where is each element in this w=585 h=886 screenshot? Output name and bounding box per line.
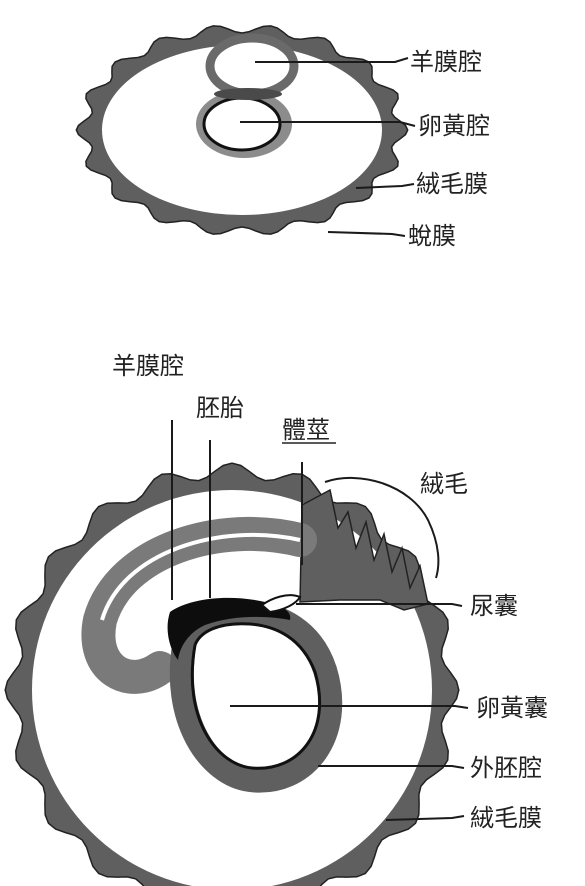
top-figure: 羊膜腔 卵黃腔 絨毛膜 蛻膜 [75,25,490,250]
bottom-leader-chorion [385,815,465,821]
top-label-decidua: 蛻膜 [408,222,456,250]
allantois [260,594,302,614]
body-stalk-region [299,488,429,611]
bottom-label-extraembryonic-coelom: 外胚腔 [470,754,542,782]
bottom-label-allantois: 尿囊 [470,592,518,620]
top-leader-decidua [327,231,406,237]
bottom-figure: 羊膜腔 胚胎 體莖 絨毛 尿囊 卵黃囊 外胚腔 絨毛膜 [4,352,548,886]
top-label-yolk-cavity: 卵黃腔 [418,112,490,140]
top-leader-chorion [355,183,415,189]
bottom-label-chorion: 絨毛膜 [470,804,542,832]
bottom-label-body-stalk: 體莖 [282,416,330,444]
top-leader-amniotic [255,57,409,63]
top-label-amniotic-cavity: 羊膜腔 [410,48,482,76]
bottom-leader-coelom [318,765,465,769]
yolk-sac-wall [169,599,343,793]
embryo [167,597,291,660]
top-leader-yolk [240,121,416,127]
bottom-label-embryo: 胚胎 [196,394,244,422]
top-amniotic-sac [205,33,299,99]
top-yolk-sac-inner [202,96,282,152]
bottom-leader-allantois [296,603,463,607]
top-embryonic-disc [214,88,282,100]
bottom-label-villi: 絨毛 [420,470,468,498]
villi-bracket [324,476,440,579]
bottom-label-yolk-sac: 卵黃囊 [476,694,548,722]
amnion-inner-line [100,532,301,621]
bottom-leader-yolk-sac [230,705,469,709]
bottom-label-amniotic-cavity: 羊膜腔 [112,352,184,380]
top-label-chorion: 絨毛膜 [416,170,488,198]
yolk-sac-inner-line [190,622,321,770]
